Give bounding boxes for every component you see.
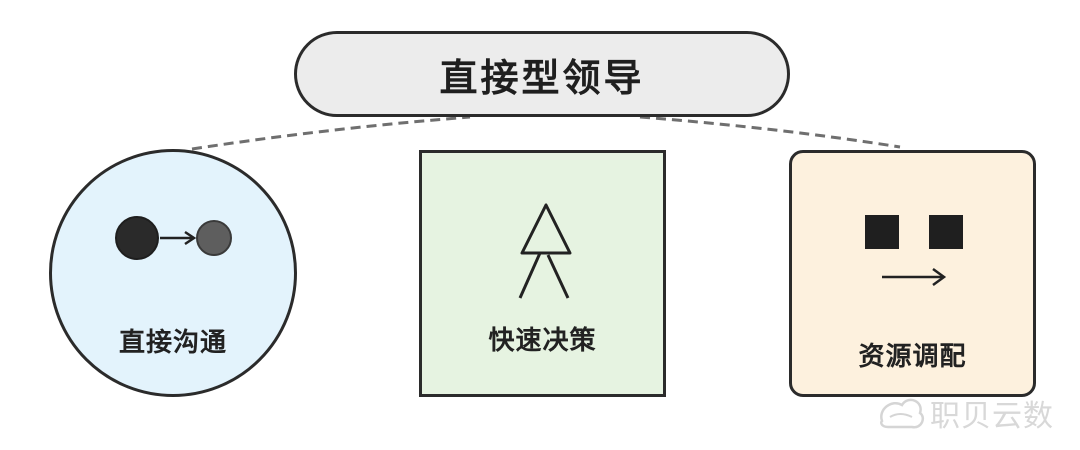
title-node: 直接型领导 [294,31,790,117]
card-label: 资源调配 [858,342,967,372]
cloud-logo-icon [880,398,924,429]
card-quick-decision: 快速决策 [419,150,666,397]
card-direct-communication: 直接沟通 [49,149,297,397]
two-dots-arrow-icon [115,216,232,260]
card-label: 快速决策 [488,326,597,356]
watermark: 职贝云数 [874,388,1074,438]
connector-left [191,115,471,151]
title-label: 直接型领导 [439,55,645,100]
card-label: 直接沟通 [118,328,227,358]
sketch-person-icon [518,203,572,299]
two-squares-arrow-icon [865,215,963,287]
watermark-text: 职贝云数 [930,399,1054,434]
connector-right [639,115,901,149]
card-resource-allocation: 资源调配 [789,150,1036,397]
